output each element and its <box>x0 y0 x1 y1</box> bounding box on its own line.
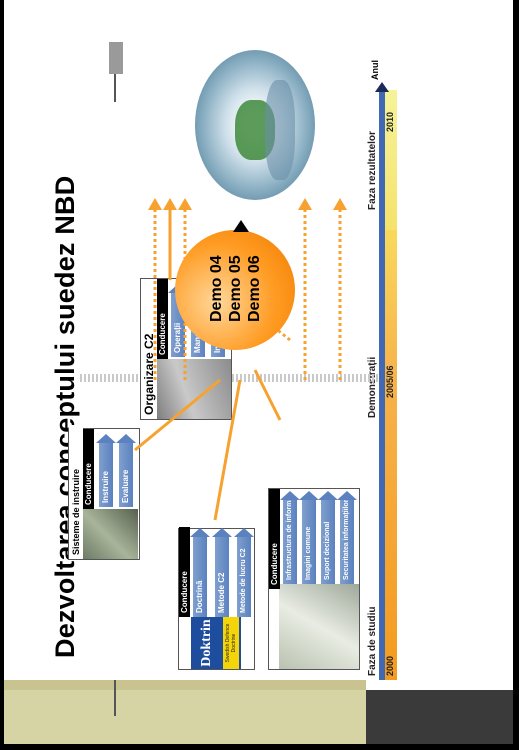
deco-gray-bar <box>109 42 123 74</box>
arrow-solid-1 <box>134 378 221 452</box>
demo-circle: Demo 04 Demo 05 Demo 06 <box>175 230 295 350</box>
frame-left <box>0 0 4 750</box>
arrowhead-icon <box>178 198 192 210</box>
future-city-image <box>195 50 315 200</box>
deco-vline-bottom <box>114 680 116 716</box>
city-water <box>265 80 295 180</box>
footer-dark-block <box>366 690 513 744</box>
rotated-content: Dezvoltarea conceptului suedez NBD Anul … <box>40 0 400 680</box>
demo-line-2: Demo 05 <box>227 255 244 322</box>
arrow-solid-3 <box>213 379 242 521</box>
arrowhead-icon <box>148 198 162 210</box>
demo-line-1: Demo 04 <box>208 255 225 322</box>
arrowhead-icon <box>163 198 177 210</box>
frame-right <box>513 0 519 750</box>
arrowhead-icon <box>333 198 347 210</box>
footer-band-top <box>4 680 366 690</box>
footer-band <box>4 690 366 744</box>
frame-bottom <box>0 744 519 750</box>
deco-vline-top <box>114 74 116 102</box>
demo-line-3: Demo 06 <box>246 255 263 322</box>
demo-pointer-icon <box>233 220 249 232</box>
arrow-solid-2 <box>253 369 282 421</box>
arrowhead-icon <box>298 198 312 210</box>
